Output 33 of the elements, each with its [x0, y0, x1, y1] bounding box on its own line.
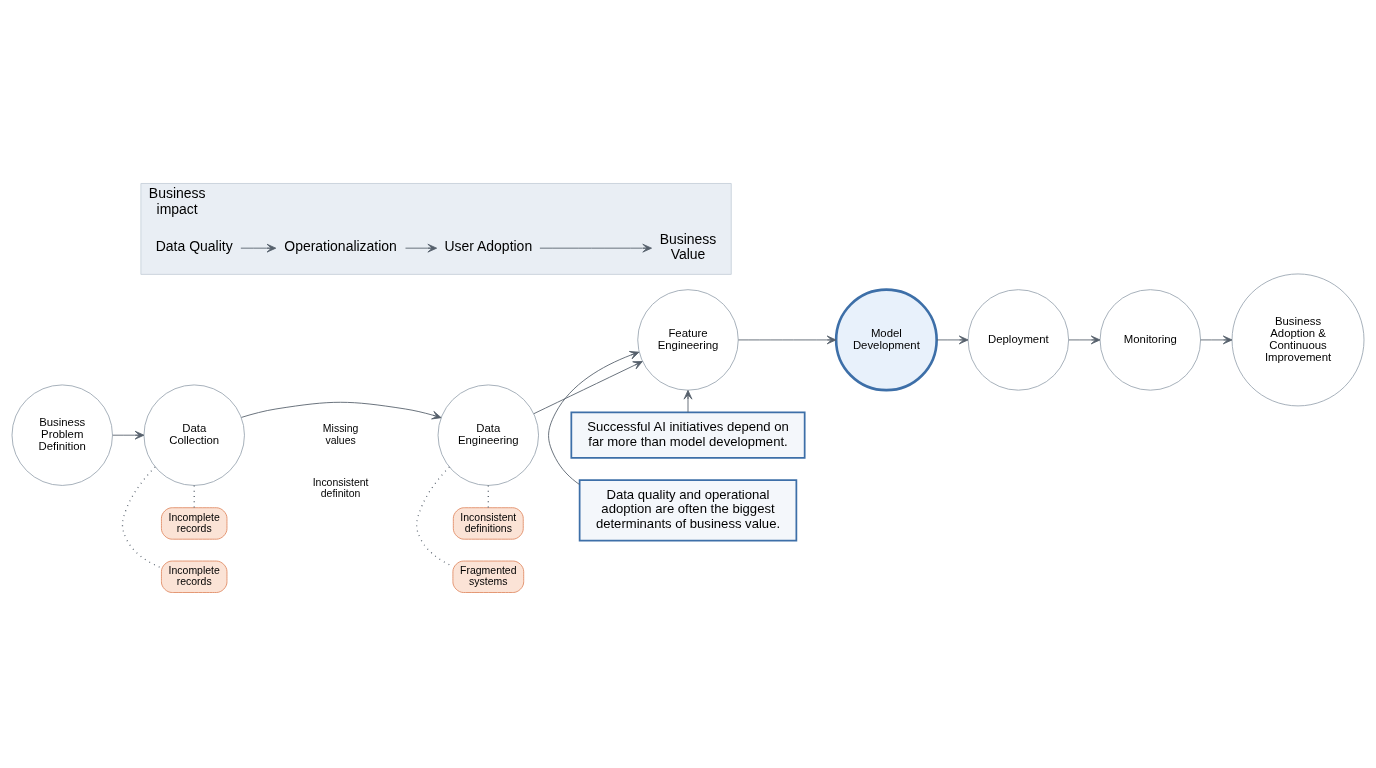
node-box: Incomplete records	[161, 506, 228, 540]
node-circle: Monitoring	[1099, 288, 1201, 391]
arrow	[241, 401, 442, 419]
arrow	[1068, 335, 1101, 344]
node-circle: Business Adoption & Continuous Improvement	[1231, 273, 1365, 406]
arrow	[405, 243, 438, 253]
node-circle: Deployment	[967, 288, 1070, 391]
node-circle: Feature Engineering	[637, 288, 739, 391]
node-box: Data quality and operational adoption are often the biggest determinants of business value.	[578, 478, 798, 541]
arrow	[533, 360, 643, 414]
arrow	[683, 389, 693, 413]
node-box: Successful AI initiatives depend on far more than model development.	[570, 411, 806, 459]
arrow	[539, 243, 652, 253]
connector	[121, 465, 162, 568]
arrow	[548, 350, 640, 485]
arrow	[240, 243, 277, 253]
label: Inconsistent definiton	[312, 476, 369, 499]
arrow	[1200, 335, 1233, 344]
node-text: Data Quality	[155, 237, 233, 254]
node-circle: Data Engineering	[437, 384, 539, 486]
node-circle: Model Development	[834, 287, 938, 391]
node-circle: Data Collection	[143, 384, 245, 486]
arrow	[738, 335, 837, 344]
node-text: Operationalization	[284, 237, 397, 254]
label: Missing values	[322, 422, 359, 446]
arrow	[112, 430, 145, 440]
arrow	[936, 335, 969, 344]
node-circle: Business Problem Definition	[11, 384, 113, 486]
node-box: Incomplete records	[161, 560, 228, 593]
node-text: User Adoption	[444, 237, 533, 254]
node-box: Inconsistent definitions	[452, 506, 524, 540]
node-text: Business Value	[659, 230, 717, 262]
node-box: Fragmented systems	[452, 560, 525, 593]
